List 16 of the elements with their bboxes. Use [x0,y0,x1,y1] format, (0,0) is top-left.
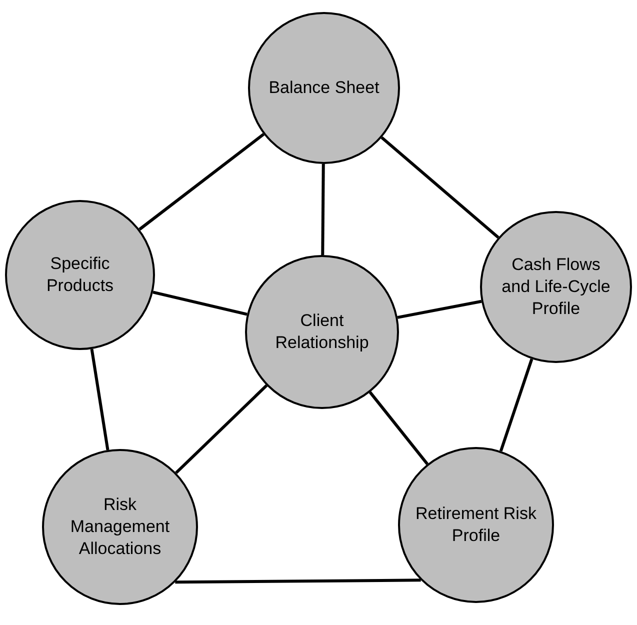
connector-line [175,384,268,474]
connector-line [175,578,421,584]
connector-line [368,391,429,465]
circle-label: Risk Management Allocations [69,494,171,560]
connector-line [138,133,265,231]
circle-label: Retirement Risk Profile [414,503,538,547]
connector-line [90,348,110,450]
connector-line [380,136,500,239]
connector-line [321,164,325,256]
circle-label: Cash Flows and Life-Cycle Profile [500,254,612,320]
circle-label: Client Relationship [274,310,370,354]
connector-line [397,300,482,319]
circle-label: Specific Products [45,253,115,297]
connector-line [499,358,534,452]
connector-line [152,290,248,316]
circle-label: Balance Sheet [268,77,380,99]
